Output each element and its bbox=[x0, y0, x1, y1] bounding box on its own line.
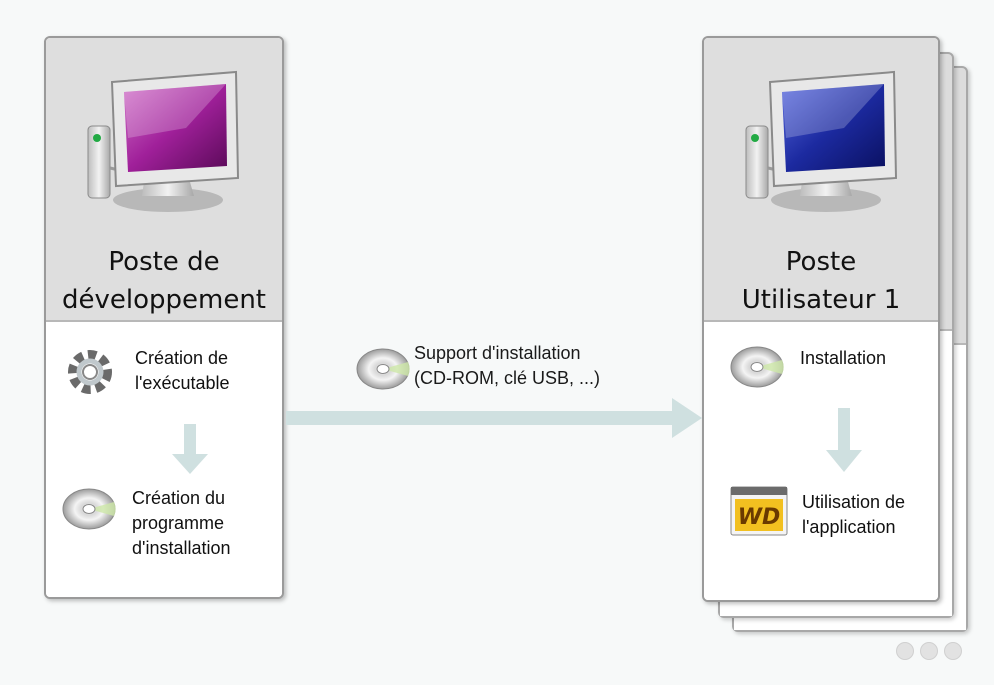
development-station-steps: Création de l'exécutable Création du pro… bbox=[46, 320, 282, 597]
dot-icon bbox=[896, 642, 914, 660]
dot-icon bbox=[920, 642, 938, 660]
step-create-executable-line2: l'exécutable bbox=[135, 373, 230, 393]
development-station-title-line1: Poste de bbox=[108, 247, 220, 277]
step-installation-label: Installation bbox=[800, 348, 887, 368]
computer-purple-screen-icon bbox=[76, 68, 246, 223]
cd-icon bbox=[62, 486, 116, 537]
computer-blue-screen-icon bbox=[734, 68, 904, 223]
user-station-header: Poste Utilisateur 1 bbox=[704, 38, 938, 320]
gear-icon bbox=[60, 342, 120, 407]
development-station-header: Poste de développement bbox=[46, 38, 282, 320]
transfer-label-line1: Support d'installation bbox=[414, 343, 581, 363]
arrow-down-icon bbox=[824, 408, 864, 479]
step-create-installer-line2: programme bbox=[132, 513, 225, 533]
arrow-down-icon bbox=[170, 424, 210, 481]
step-use-app-line1: Utilisation de bbox=[802, 492, 906, 512]
development-station-title-line2: développement bbox=[61, 285, 266, 315]
dot-icon bbox=[944, 642, 962, 660]
wd-logo-text: WD bbox=[738, 505, 781, 530]
cd-icon bbox=[730, 344, 784, 395]
development-station-card: Poste de développement Création de l'exé… bbox=[44, 36, 284, 599]
cd-icon bbox=[356, 346, 410, 397]
step-create-installer-line3: d'installation bbox=[132, 538, 231, 558]
user-station-title-line2: Utilisateur 1 bbox=[741, 285, 901, 315]
user-station-title-line1: Poste bbox=[785, 247, 857, 277]
step-create-executable-line1: Création de bbox=[135, 348, 229, 368]
user-station-card: Poste Utilisateur 1 Installation WD bbox=[702, 36, 940, 602]
step-create-installer-line1: Création du bbox=[132, 488, 226, 508]
wd-app-icon: WD bbox=[730, 486, 788, 541]
user-station-steps: Installation WD Utilisation de l'applica… bbox=[704, 320, 938, 600]
transfer-arrow-icon bbox=[286, 398, 702, 443]
step-use-app-line2: l'application bbox=[802, 517, 896, 537]
more-stations-indicator bbox=[896, 642, 962, 660]
transfer-label-line2: (CD-ROM, clé USB, ...) bbox=[414, 368, 601, 388]
